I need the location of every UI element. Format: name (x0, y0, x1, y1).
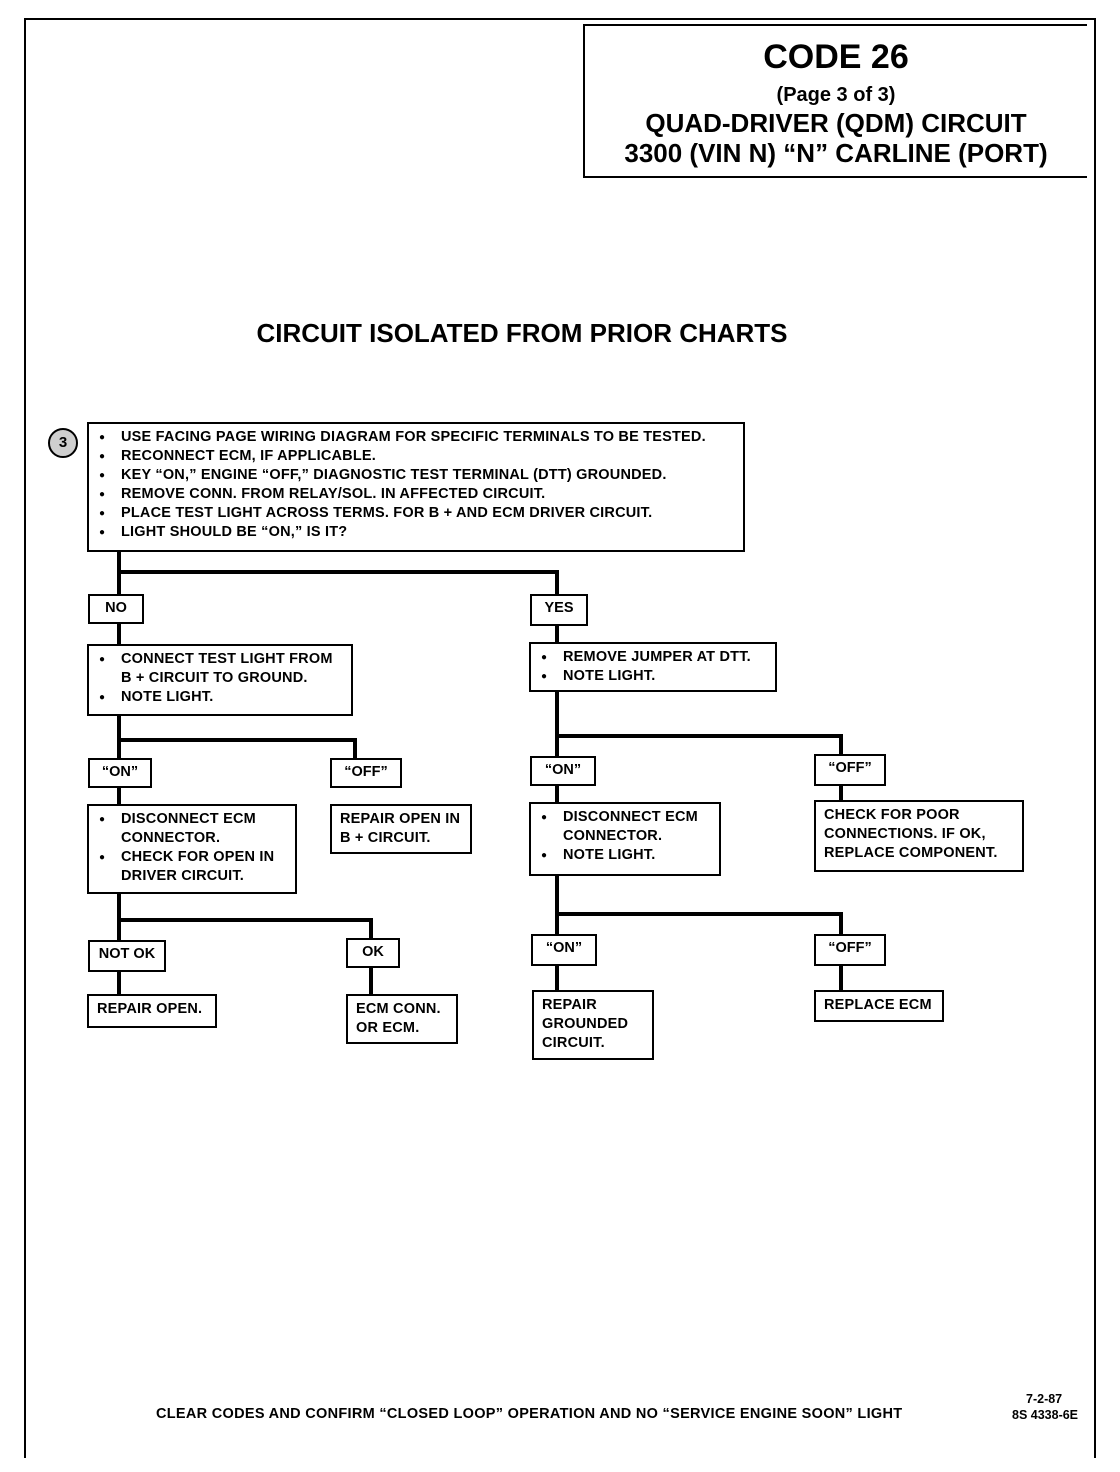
no-branch-on-label: “ON” (88, 758, 152, 788)
connector (117, 968, 121, 996)
no-branch-item: CONNECT TEST LIGHT FROM B + CIRCUIT TO G… (97, 650, 343, 688)
footer-reference: 8S 4338-6E (1012, 1408, 1079, 1422)
connector (555, 690, 559, 758)
ecm-conn-text: ECM CONN. OR ECM. (356, 1001, 441, 1036)
decision-no-label: NO (88, 594, 144, 624)
start-step-item: KEY “ON,” ENGINE “OFF,” DIAGNOSTIC TEST … (97, 466, 735, 485)
repair-open-box: REPAIR OPEN. (87, 994, 217, 1028)
yes-off-result-box: CHECK FOR POOR CONNECTIONS. IF OK, REPLA… (814, 800, 1024, 872)
replace-ecm-box: REPLACE ECM (814, 990, 944, 1022)
connector (353, 738, 357, 760)
no-on-item: DISCONNECT ECM CONNECTOR. (97, 810, 287, 848)
circuit-title: QUAD-DRIVER (QDM) CIRCUIT (645, 108, 1027, 138)
connector (117, 570, 559, 574)
replace-ecm-text: REPLACE ECM (824, 997, 932, 1013)
connector (369, 918, 373, 940)
connector (839, 734, 843, 756)
start-step-item: REMOVE CONN. FROM RELAY/SOL. IN AFFECTED… (97, 485, 735, 504)
third-on-label: “ON” (531, 934, 597, 966)
page-frame-top (24, 18, 1096, 20)
repair-grounded-box: REPAIR GROUNDED CIRCUIT. (532, 990, 654, 1060)
repair-open-text: REPAIR OPEN. (97, 1001, 203, 1017)
connector (555, 784, 559, 804)
title-block: CODE 26 (Page 3 of 3) QUAD-DRIVER (QDM) … (583, 24, 1087, 178)
start-step-item: USE FACING PAGE WIRING DIAGRAM FOR SPECI… (97, 428, 735, 447)
yes-branch-box: REMOVE JUMPER AT DTT. NOTE LIGHT. (529, 642, 777, 692)
no-branch-off-label: “OFF” (330, 758, 402, 788)
yes-branch-item: REMOVE JUMPER AT DTT. (539, 648, 767, 667)
page-indicator: (Page 3 of 3) (776, 84, 896, 106)
vehicle-title: 3300 (VIN N) “N” CARLINE (PORT) (624, 138, 1048, 168)
yes-on-item: DISCONNECT ECM CONNECTOR. (539, 808, 711, 846)
connector (117, 738, 357, 742)
not-ok-label: NOT OK (88, 940, 166, 972)
page-frame-left (24, 18, 26, 1458)
ok-label: OK (346, 938, 400, 968)
start-step-item: PLACE TEST LIGHT ACROSS TERMS. FOR B + A… (97, 504, 735, 523)
connector (555, 624, 559, 644)
connector (555, 570, 559, 596)
start-instructions-box: USE FACING PAGE WIRING DIAGRAM FOR SPECI… (87, 422, 745, 552)
connector (555, 874, 559, 936)
no-branch-box: CONNECT TEST LIGHT FROM B + CIRCUIT TO G… (87, 644, 353, 716)
connector (117, 622, 121, 646)
connector (839, 912, 843, 936)
no-on-item: CHECK FOR OPEN IN DRIVER CIRCUIT. (97, 848, 287, 886)
yes-branch-item: NOTE LIGHT. (539, 667, 767, 686)
connector (839, 964, 843, 992)
ecm-conn-box: ECM CONN. OR ECM. (346, 994, 458, 1044)
footer-date: 7-2-87 (1026, 1392, 1063, 1406)
step-marker: 3 (48, 428, 78, 458)
no-branch-item: NOTE LIGHT. (97, 688, 343, 707)
no-off-text: REPAIR OPEN IN B + CIRCUIT. (340, 811, 461, 846)
connector (555, 734, 843, 738)
connector (555, 964, 559, 992)
code-title: CODE 26 (763, 38, 909, 76)
start-step-item: LIGHT SHOULD BE “ON,” IS IT? (97, 523, 735, 542)
no-on-result-box: DISCONNECT ECM CONNECTOR. CHECK FOR OPEN… (87, 804, 297, 894)
connector (117, 714, 121, 760)
start-step-item: RECONNECT ECM, IF APPLICABLE. (97, 447, 735, 466)
footer-instruction: CLEAR CODES AND CONFIRM “CLOSED LOOP” OP… (156, 1406, 903, 1422)
connector (117, 892, 121, 942)
third-off-label: “OFF” (814, 934, 886, 966)
no-off-result-box: REPAIR OPEN IN B + CIRCUIT. (330, 804, 472, 854)
connector (369, 966, 373, 996)
connector (117, 786, 121, 806)
repair-grounded-text: REPAIR GROUNDED CIRCUIT. (542, 997, 629, 1051)
yes-on-item: NOTE LIGHT. (539, 846, 711, 865)
decision-yes-label: YES (530, 594, 588, 626)
chart-heading: CIRCUIT ISOLATED FROM PRIOR CHARTS (256, 318, 788, 348)
yes-branch-on-label: “ON” (530, 756, 596, 786)
connector (117, 918, 373, 922)
connector (555, 912, 843, 916)
yes-off-text: CHECK FOR POOR CONNECTIONS. IF OK, REPLA… (824, 807, 998, 861)
yes-on-result-box: DISCONNECT ECM CONNECTOR. NOTE LIGHT. (529, 802, 721, 876)
yes-branch-off-label: “OFF” (814, 754, 886, 786)
page-frame-right (1094, 18, 1096, 1458)
connector (839, 784, 843, 802)
